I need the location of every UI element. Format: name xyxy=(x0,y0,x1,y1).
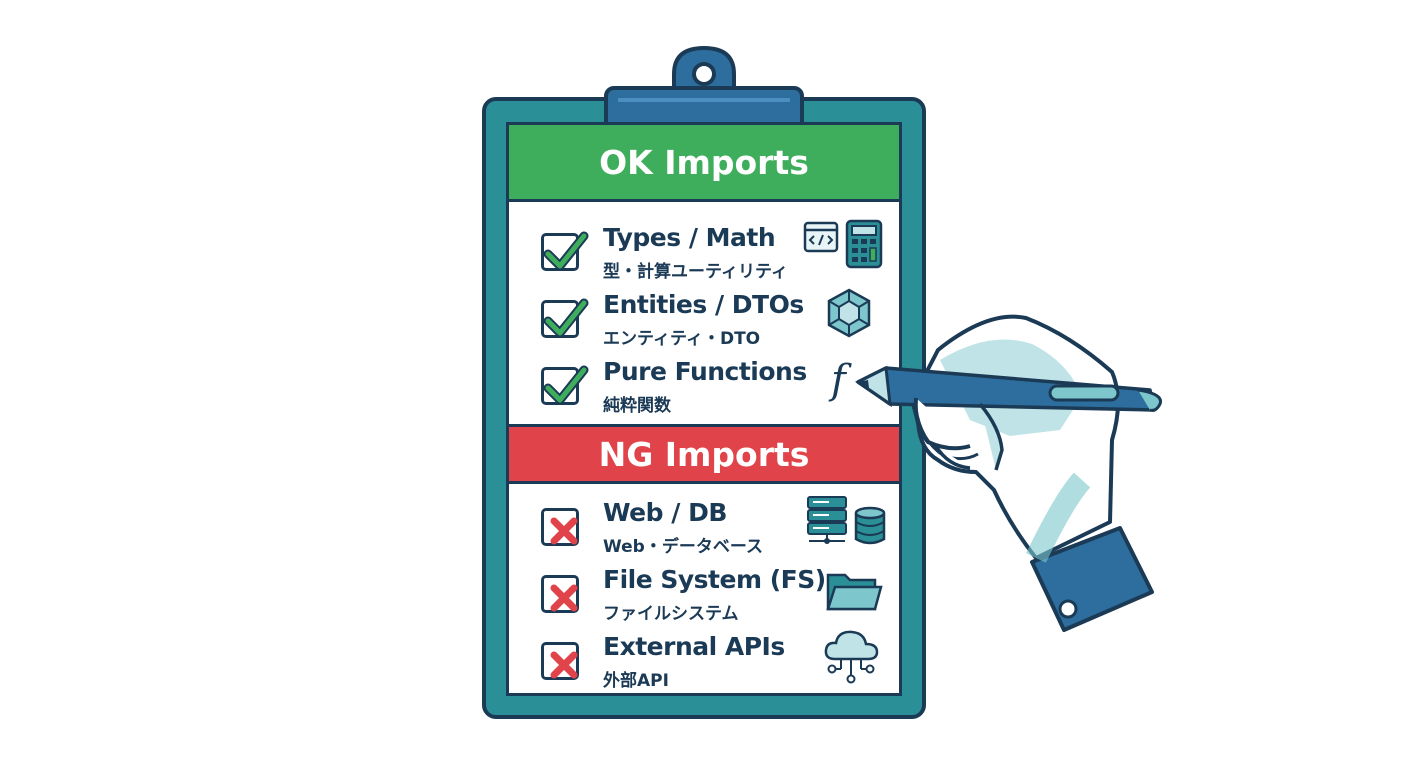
ok-item-entities-dtos: Entities / DTOs エンティティ・DTO xyxy=(537,290,887,352)
cuff-button xyxy=(1058,599,1078,619)
ng-item-external-apis: External APIs 外部API xyxy=(537,632,887,694)
cross-mark-icon xyxy=(550,584,578,612)
item-title: Entities / DTOs xyxy=(603,290,804,319)
code-window-icon xyxy=(803,221,839,253)
cloud-network-icon xyxy=(824,630,879,684)
ok-imports-header: OK Imports xyxy=(509,122,899,202)
checkbox xyxy=(541,231,589,271)
item-title: File System (FS) xyxy=(603,565,826,594)
item-subtitle: Web・データベース xyxy=(603,537,763,557)
ok-item-types-math: Types / Math 型・計算ユーティリティ xyxy=(537,223,887,285)
cross-mark-icon xyxy=(550,517,578,545)
server-icon xyxy=(807,496,847,544)
item-subtitle: 純粋関数 xyxy=(603,396,671,416)
item-subtitle: 型・計算ユーティリティ xyxy=(603,262,788,282)
pen-icon xyxy=(855,365,1163,412)
function-icon: f xyxy=(831,357,846,403)
hand-with-pen-illustration xyxy=(855,314,1163,632)
checkbox xyxy=(541,575,579,613)
ng-item-web-db: Web / DB Web・データベース xyxy=(537,498,887,560)
ng-item-file-system: File System (FS) ファイルシステム xyxy=(537,565,887,627)
item-title: External APIs xyxy=(603,632,785,661)
database-icon xyxy=(854,506,886,545)
item-title: Pure Functions xyxy=(603,357,807,386)
item-subtitle: ファイルシステム xyxy=(603,604,739,624)
check-mark-icon xyxy=(543,298,589,338)
folder-icon xyxy=(826,573,883,611)
ok-item-pure-functions: Pure Functions 純粋関数 xyxy=(537,357,887,419)
checkbox xyxy=(541,642,579,680)
check-mark-icon xyxy=(543,365,589,405)
check-mark-icon xyxy=(543,231,589,271)
ng-imports-header: NG Imports xyxy=(509,424,899,484)
checkbox xyxy=(541,508,579,546)
item-title: Types / Math xyxy=(603,223,776,252)
item-title: Web / DB xyxy=(603,498,727,527)
cross-mark-icon xyxy=(550,651,578,679)
checklist-paper: OK Imports Types / Math 型・計算ユーティリティ Enti… xyxy=(506,122,902,696)
item-subtitle: 外部API xyxy=(603,671,669,691)
item-subtitle: エンティティ・DTO xyxy=(603,329,761,349)
checkbox xyxy=(541,365,589,405)
cube-icon xyxy=(827,288,871,338)
calculator-icon xyxy=(845,219,883,269)
checkbox xyxy=(541,298,589,338)
